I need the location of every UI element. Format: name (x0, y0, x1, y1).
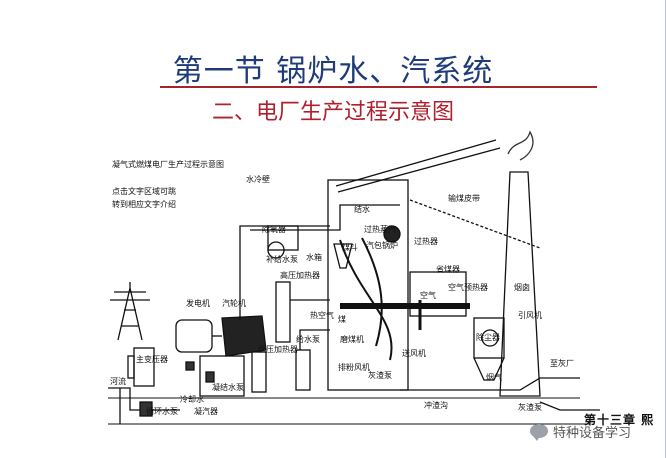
label-condensate: 结水 (354, 204, 370, 214)
label-circ-pump: 循环水泵 (146, 406, 178, 416)
deaerator-tank (267, 241, 285, 259)
drum (383, 225, 401, 243)
label-makeup-pump: 补给水泵 (266, 254, 298, 264)
label-chimney: 烟囱 (514, 282, 530, 292)
label-water-tank: 水箱 (306, 252, 322, 262)
circulating-pump (139, 401, 153, 417)
hint-line-2[interactable]: 转到相应文字介绍 (112, 200, 176, 209)
page-number: 第十三章 熙 (584, 413, 655, 427)
watermark: 特种设备学习 (530, 420, 631, 442)
label-feed-pump: 给水泵 (296, 334, 320, 344)
label-cooling-water: 冷却水 (180, 394, 204, 404)
coal-hopper (333, 243, 353, 269)
air-preheater-body (409, 271, 467, 317)
label-flush-ditch: 冲渣沟 (424, 400, 448, 410)
label-superheated-steam: 过热蒸汽 (364, 224, 396, 234)
condenser-body (199, 355, 245, 397)
label-coal-mill: 磨煤机 (340, 334, 364, 344)
label-turbine: 汽轮机 (222, 298, 246, 308)
diagram-caption: 凝气式燃煤电厂生产过程示意图 (112, 160, 224, 169)
label-economizer: 省煤器 (436, 264, 460, 274)
title-divider (160, 86, 597, 88)
dust-collector-body (473, 317, 505, 359)
hint-line-1[interactable]: 点击文字区域可跳 (112, 187, 176, 196)
coal-belt (335, 139, 501, 193)
ground-line (108, 397, 590, 425)
main-transformer-body (133, 347, 155, 387)
label-deaerator: 除氧器 (262, 224, 286, 234)
label-to-ash-yard: 至灰厂 (550, 358, 574, 368)
feed-pipe (290, 299, 330, 350)
hp-heater-body (275, 281, 291, 343)
ash-pipe (400, 377, 580, 391)
steam-pipe (239, 204, 400, 320)
label-lp-heater: 低压加热器 (258, 344, 298, 354)
label-ash-pit: 灰渣泵 (368, 370, 392, 380)
river-pipe (108, 387, 180, 424)
label-condenser: 凝汽器 (194, 406, 218, 416)
label-main-transformer: 主变压器 (136, 354, 168, 364)
label-drum-boiler: 汽包锅炉 (366, 240, 398, 250)
label-flue-gas: 烟气 (486, 372, 502, 382)
transmission-tower (110, 282, 150, 341)
label-hot-air: 热空气 (310, 310, 334, 320)
boiler-body (327, 179, 409, 391)
label-air: 空气 (420, 290, 436, 300)
label-river: 河流 (110, 376, 126, 386)
feed-pump-body (295, 349, 311, 391)
label-blower: 送风机 (402, 348, 426, 358)
chat-bubble-icon (530, 424, 548, 441)
label-induced-fan: 引风机 (518, 310, 542, 320)
label-coal-belt: 输煤皮带 (448, 193, 480, 203)
label-ash-pump: 灰渣泵 (518, 402, 542, 412)
label-hp-heater: 高压加热器 (280, 270, 320, 280)
label-coal-hopper: 煤斗 (342, 242, 358, 252)
chimney-body (499, 171, 541, 397)
label-air-preheater: 空气预热器 (448, 282, 488, 292)
generator-body (175, 319, 213, 353)
label-condensate-pump: 凝结水泵 (212, 382, 244, 392)
label-generator: 发电机 (186, 298, 210, 308)
watermark-text: 特种设备学习 (553, 425, 632, 441)
chimney-smoke (507, 130, 534, 161)
slide-title: 第一节 锅炉水、汽系统 (172, 54, 494, 89)
lp-heater-body (251, 351, 267, 393)
label-exhaust-fan: 排粉风机 (338, 362, 370, 372)
slide-subtitle: 二、电厂生产过程示意图 (211, 100, 454, 125)
label-superheater: 过热器 (414, 236, 438, 246)
turbine-body (221, 315, 267, 357)
label-water-wall: 水冷壁 (246, 174, 270, 184)
label-dust-collector: 除尘器 (476, 332, 500, 342)
label-coal: 煤 (338, 314, 346, 324)
